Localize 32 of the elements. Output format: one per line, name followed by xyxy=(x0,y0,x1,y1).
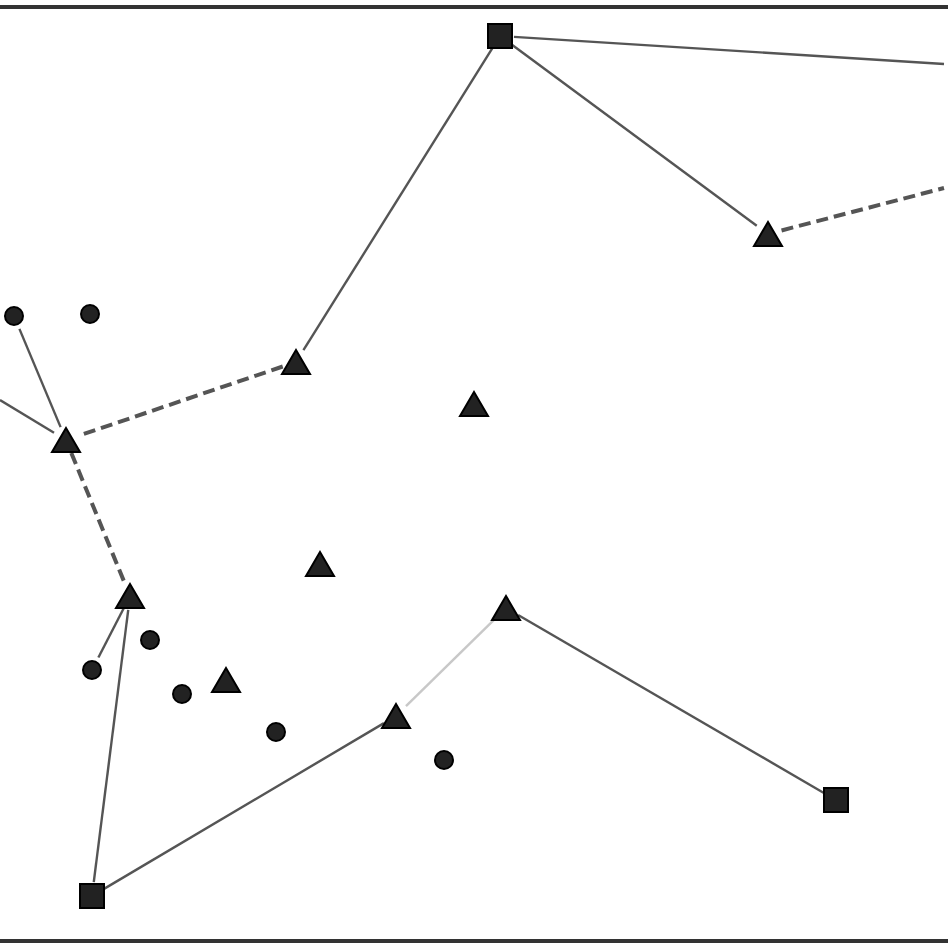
route-line xyxy=(513,35,945,66)
point-marker xyxy=(428,744,460,776)
route-line xyxy=(0,398,55,434)
point-marker xyxy=(76,654,108,686)
point-marker xyxy=(134,624,166,656)
route-line xyxy=(103,722,385,890)
route-line xyxy=(302,47,494,351)
triangle-marker xyxy=(380,700,412,732)
route-line xyxy=(781,186,945,233)
triangle-marker xyxy=(50,424,82,456)
route-line xyxy=(517,614,825,794)
depot-square xyxy=(76,880,108,912)
triangle-marker xyxy=(210,664,242,696)
depot-square xyxy=(820,784,852,816)
route-line xyxy=(78,364,284,438)
triangle-marker xyxy=(304,548,336,580)
route-line xyxy=(92,609,130,883)
route-line xyxy=(18,328,62,428)
route-line xyxy=(405,616,497,708)
triangle-marker xyxy=(490,592,522,624)
route-line xyxy=(510,43,758,227)
triangle-marker xyxy=(280,346,312,378)
point-marker xyxy=(166,678,198,710)
point-marker xyxy=(74,298,106,330)
route-line xyxy=(97,607,125,659)
triangle-marker xyxy=(458,388,490,420)
point-marker xyxy=(260,716,292,748)
triangle-marker xyxy=(752,218,784,250)
point-marker xyxy=(0,300,30,332)
route-line xyxy=(69,452,127,584)
depot-square xyxy=(484,20,516,52)
triangle-marker xyxy=(114,580,146,612)
